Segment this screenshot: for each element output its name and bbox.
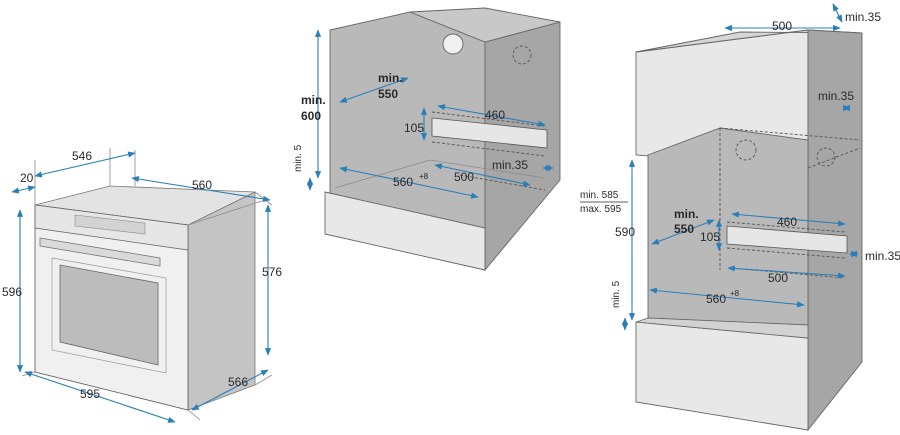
oven-width-label: 595: [80, 387, 100, 401]
undercounter-plinth: [324, 191, 486, 271]
oven-height-label: 596: [2, 285, 22, 299]
oven-body-width-label: 560: [192, 178, 212, 192]
column-cutout: [726, 225, 848, 254]
undercounter-cutout-width-label: 460: [485, 108, 505, 122]
oven-display: [74, 214, 146, 235]
column-base-gap-label: min. 5: [611, 280, 622, 308]
undercounter-side-panel: [484, 21, 561, 272]
column-depth-label-top: min.: [674, 207, 699, 221]
undercounter-niche-width-tolerance: +8: [419, 172, 429, 181]
oven-window: [59, 264, 159, 366]
column-niche-width-label: 560: [706, 292, 726, 306]
oven-panel-depth-label: 20: [20, 171, 34, 185]
undercounter-cutout-height-label: 105: [404, 121, 424, 135]
column-top-gap-label: min.35: [845, 10, 881, 24]
undercounter-height-label-top: min.: [301, 93, 326, 107]
column-niche-depth-label: 500: [768, 271, 788, 285]
column-cabinet: min.35 500 min.35 min. 585 max. 595 590 …: [580, 3, 900, 432]
column-rear-gap-label: min.35: [865, 249, 900, 263]
oven-depth-label: 566: [228, 375, 248, 389]
oven-handle: [39, 237, 161, 267]
undercounter-cabinet: min. 600 min. 5 min. 550 460 105 min.35 …: [293, 7, 561, 272]
undercounter-rear-gap-label: min.35: [492, 158, 528, 172]
undercounter-base-gap-label: min. 5: [293, 144, 304, 172]
oven-drawing: 20 546 560 596 576 595 566: [2, 148, 282, 423]
undercounter-depth-label-top: min.: [378, 71, 403, 85]
column-height-min-label: min. 585: [580, 190, 619, 201]
undercounter-depth-label-bottom: 550: [378, 87, 398, 101]
column-lower-box: [635, 321, 809, 431]
column-side-gap-label: min.35: [818, 89, 854, 103]
undercounter-niche-width-label: 560: [393, 175, 413, 189]
column-cutout-width-label: 460: [777, 215, 797, 229]
column-top-depth-label: 500: [772, 19, 792, 33]
column-niche-width-tolerance: +8: [730, 289, 740, 298]
oven-body-depth-label: 546: [72, 149, 92, 163]
undercounter-niche-depth-label: 500: [454, 170, 474, 184]
column-height-max-label: max. 595: [580, 204, 622, 215]
column-cutout-height-label: 105: [700, 230, 720, 244]
column-height-inner-label: 590: [615, 225, 635, 239]
vent-hole-icon: [442, 33, 464, 55]
oven-body-height-label: 576: [262, 265, 282, 279]
column-depth-label-bottom: 550: [674, 222, 694, 236]
undercounter-height-label-bottom: 600: [301, 109, 321, 123]
